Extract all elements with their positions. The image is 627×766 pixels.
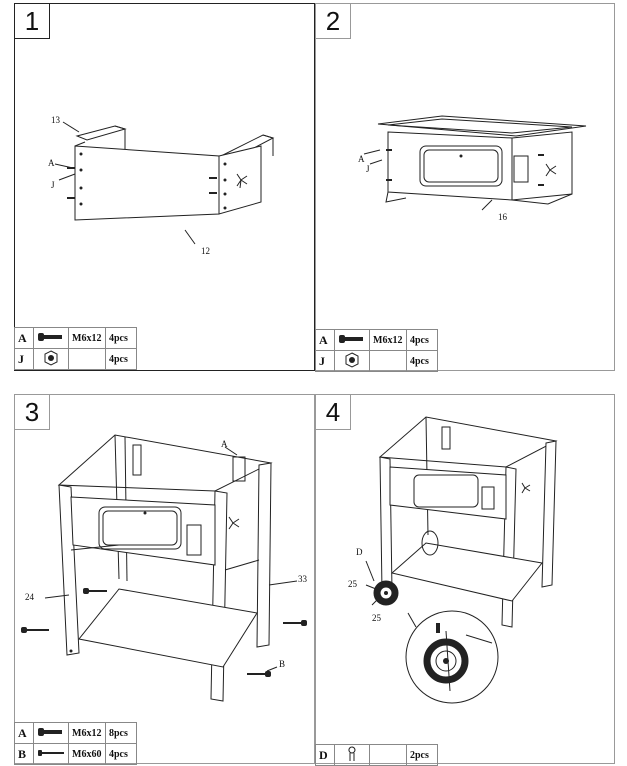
bolt-icon [33,722,69,744]
part-qty: 4pcs [105,743,137,765]
step-1-panel: 1 [14,3,315,371]
step-3-diagram [21,434,307,702]
step-3-number: 3 [15,395,50,430]
parts-row: J 4pcs [14,348,137,370]
part-size [369,744,407,766]
nut-icon [33,348,69,370]
parts-row: B M6x60 4pcs [14,743,137,765]
part-size [68,348,106,370]
step-3-parts-table: A M6x12 8pcs B M6x60 4pcs [14,722,137,765]
part-size [369,350,407,372]
part-letter: A [315,329,335,351]
callout-A: A [358,154,365,164]
step-2-parts-table: A M6x12 4pcs J 4pcs [315,329,438,372]
part-letter: D [315,744,335,766]
parts-row: A M6x12 4pcs [315,329,438,351]
long-bolt-icon [33,743,69,765]
part-size: M6x60 [68,743,106,765]
step-4-panel: 4 [315,394,615,766]
callout-25-secondary: 25 [372,613,381,623]
parts-row: D 2pcs [315,744,438,766]
step-3-panel: 3 [14,394,315,765]
cotter-pin-icon [334,744,370,766]
callout-A: A [221,439,228,449]
part-size: M6x12 [68,327,106,349]
bolt-icon [334,329,370,351]
step-1-parts-table: A M6x12 4pcs J 4pcs [14,327,137,370]
bolt-icon [33,327,69,349]
callout-25: 25 [348,579,357,589]
callout-J: J [51,180,55,190]
callout-B: B [279,659,286,669]
part-qty: 8pcs [105,722,137,744]
parts-row: J 4pcs [315,350,438,372]
part-qty: 4pcs [105,348,137,370]
step-2-number: 2 [316,4,351,39]
step-4-parts-table: D 2pcs [315,744,438,766]
callout-33: 33 [298,574,307,584]
part-size: M6x12 [68,722,106,744]
step-1-number: 1 [15,4,50,39]
part-qty: 2pcs [406,744,438,766]
parts-row: A M6x12 4pcs [14,327,137,349]
part-letter: J [315,350,335,372]
nut-icon [334,350,370,372]
part-letter: B [14,743,34,765]
part-letter: A [14,327,34,349]
callout-13: 13 [51,115,60,125]
callout-12: 12 [201,246,210,256]
step-1-diagram [54,121,275,245]
callout-D: D [356,547,363,557]
part-size: M6x12 [369,329,407,351]
part-letter: A [14,722,34,744]
part-qty: 4pcs [406,329,438,351]
step-2-panel: 2 A J 1 [315,3,615,372]
part-qty: 4pcs [406,350,438,372]
callout-16: 16 [498,212,507,222]
callout-J: J [366,164,370,174]
step-4-diagram [365,416,558,704]
part-letter: J [14,348,34,370]
callout-24: 24 [25,592,34,602]
step-2-diagram [363,115,587,211]
parts-row: A M6x12 8pcs [14,722,137,744]
step-4-number: 4 [316,395,351,430]
part-qty: 4pcs [105,327,137,349]
callout-A: A [48,158,55,168]
